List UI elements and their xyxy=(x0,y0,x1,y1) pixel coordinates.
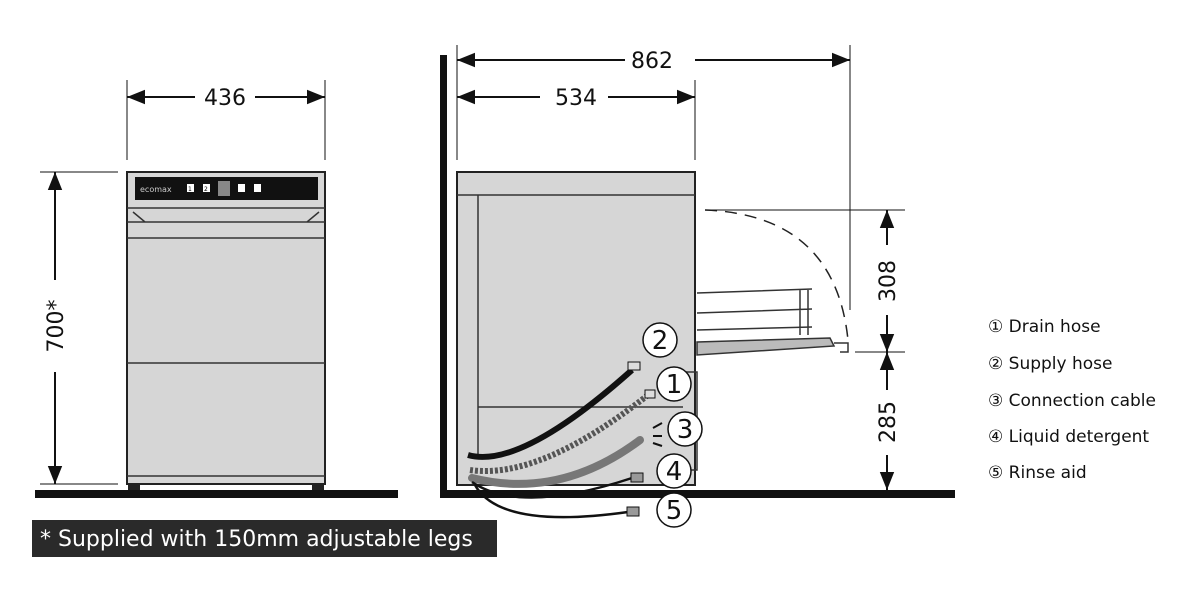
logo: ecomax xyxy=(140,185,172,194)
wall xyxy=(440,55,447,498)
button-1 xyxy=(187,184,194,192)
leg-left xyxy=(128,484,140,490)
legend: ① Drain hose ② Supply hose ③ Connection … xyxy=(988,317,1156,483)
callout-1: 1 xyxy=(666,370,683,400)
hoses xyxy=(467,361,663,519)
legend-item-1: ① Drain hose xyxy=(988,317,1101,337)
depth-open-dim: 862 xyxy=(631,49,673,74)
button-2-label: 2 xyxy=(204,186,208,193)
leg-right xyxy=(312,484,324,490)
footnote: * Supplied with 150mm adjustable legs xyxy=(40,527,473,552)
front-body xyxy=(126,171,326,485)
floor-line-front xyxy=(35,490,398,498)
door-height-dim: 308 xyxy=(876,260,901,302)
callout-2: 2 xyxy=(652,326,669,356)
display xyxy=(218,181,230,196)
callout-5: 5 xyxy=(666,496,683,526)
button-2 xyxy=(203,184,210,192)
callout-3: 3 xyxy=(677,415,694,445)
legend-item-4: ④ Liquid detergent xyxy=(988,427,1149,447)
callouts: 2 1 3 4 5 xyxy=(642,322,703,528)
side-view: 2 1 3 4 5 862 534 308 285 xyxy=(440,45,955,528)
legend-item-5: ⑤ Rinse aid xyxy=(988,463,1087,483)
front-panel-lines xyxy=(127,207,325,477)
height-dim: 700* xyxy=(44,300,69,353)
depth-dim: 534 xyxy=(555,86,597,111)
front-view: ecomax 1 2 436 700* xyxy=(35,80,398,498)
pulled-out-rack xyxy=(696,288,849,356)
door-base-dim: 285 xyxy=(876,401,901,443)
legend-item-3: ③ Connection cable xyxy=(988,391,1156,411)
button-power xyxy=(254,184,261,192)
door-swing-arc xyxy=(704,209,849,341)
button-1-label: 1 xyxy=(188,186,192,193)
width-dim: 436 xyxy=(204,86,246,111)
button-cycle xyxy=(238,184,245,192)
callout-4: 4 xyxy=(666,457,683,487)
legend-item-2: ② Supply hose xyxy=(988,354,1112,374)
footnote-box xyxy=(32,520,497,557)
floor-line-side xyxy=(440,490,955,498)
